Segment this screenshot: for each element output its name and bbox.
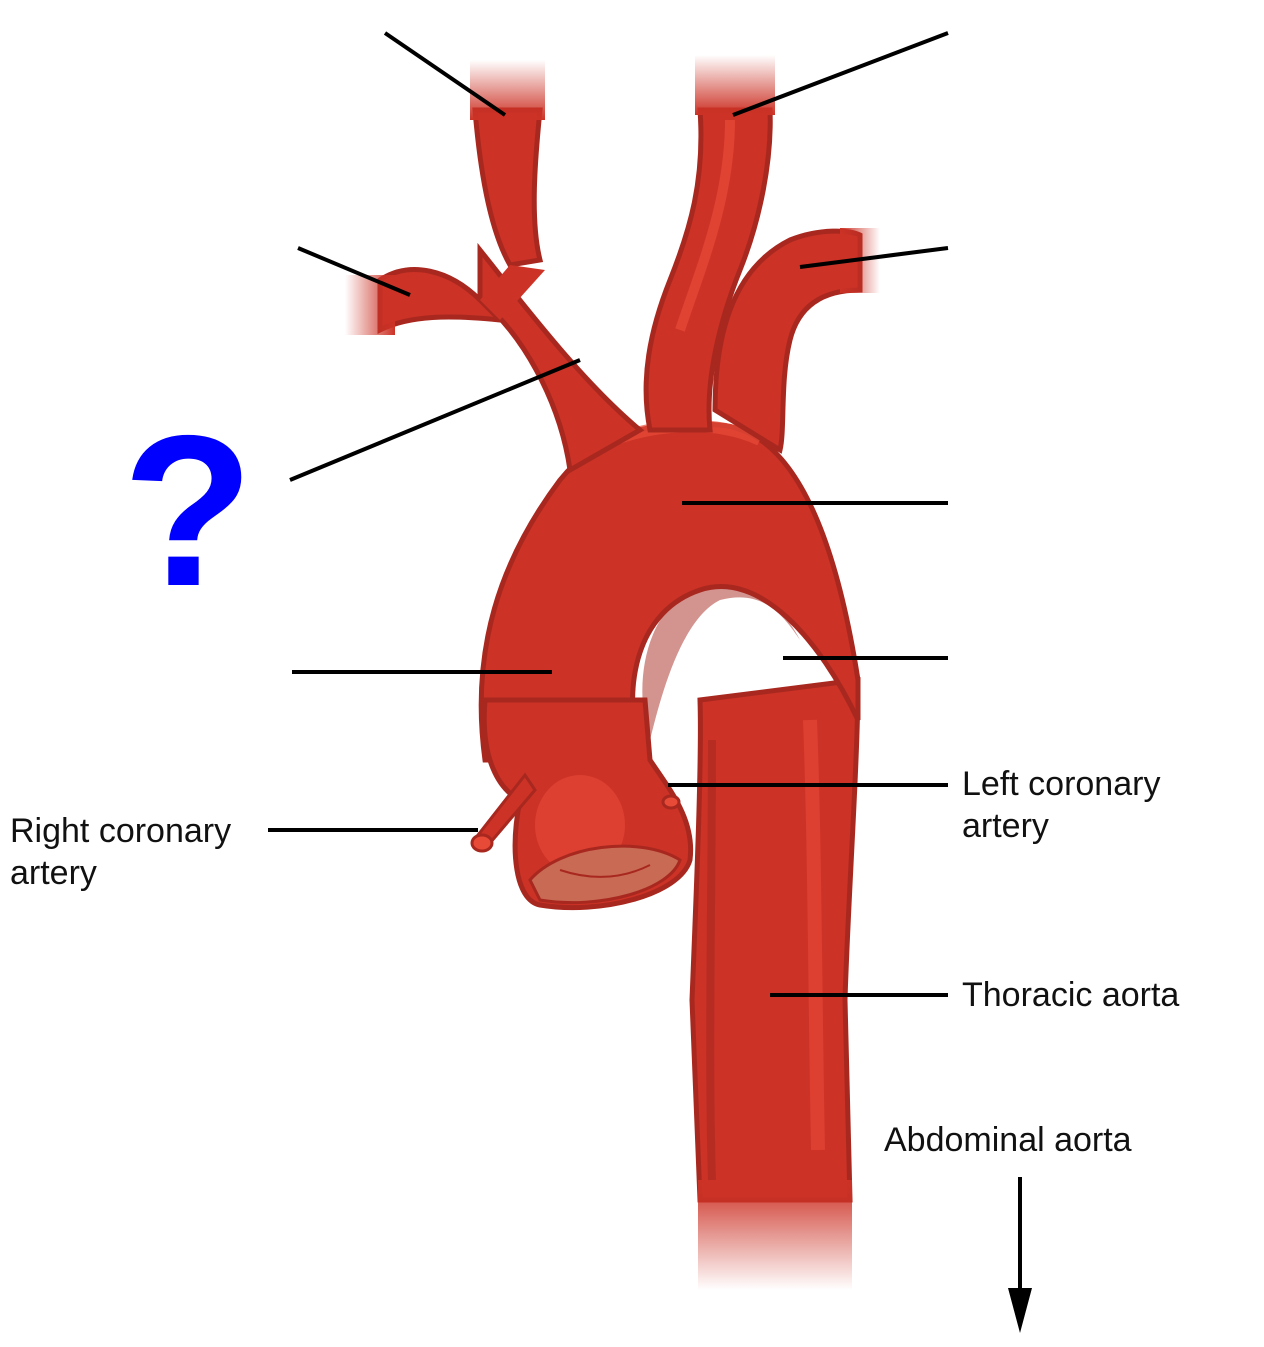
leader-lines [268, 31, 949, 997]
left-subclavian-vessel [712, 228, 880, 454]
question-mark: ? [122, 390, 253, 631]
leader-line-brachiocephalic [289, 358, 581, 482]
left-coronary-opening [661, 794, 681, 810]
leader-line-right-subclavian [297, 246, 411, 297]
label-left-coronary-artery: Left coronary artery [962, 765, 1161, 845]
leader-line-left-carotid [732, 31, 949, 117]
label-thoracic-aorta: Thoracic aorta [962, 976, 1180, 1014]
thoracic-aorta-vessel [689, 677, 861, 1290]
label-right-coronary-artery: Right coronary artery [10, 812, 232, 892]
right-coronary-vessel [470, 772, 537, 853]
arrow-down-icon [1008, 1177, 1032, 1333]
leader-line-left-subclavian [799, 246, 949, 269]
aortic-root [481, 697, 694, 910]
aortic-arch-vessel [478, 420, 861, 763]
leader-line-right-carotid [383, 31, 507, 117]
label-abdominal-aorta: Abdominal aorta [884, 1121, 1132, 1159]
brachiocephalic-branch [345, 60, 645, 474]
